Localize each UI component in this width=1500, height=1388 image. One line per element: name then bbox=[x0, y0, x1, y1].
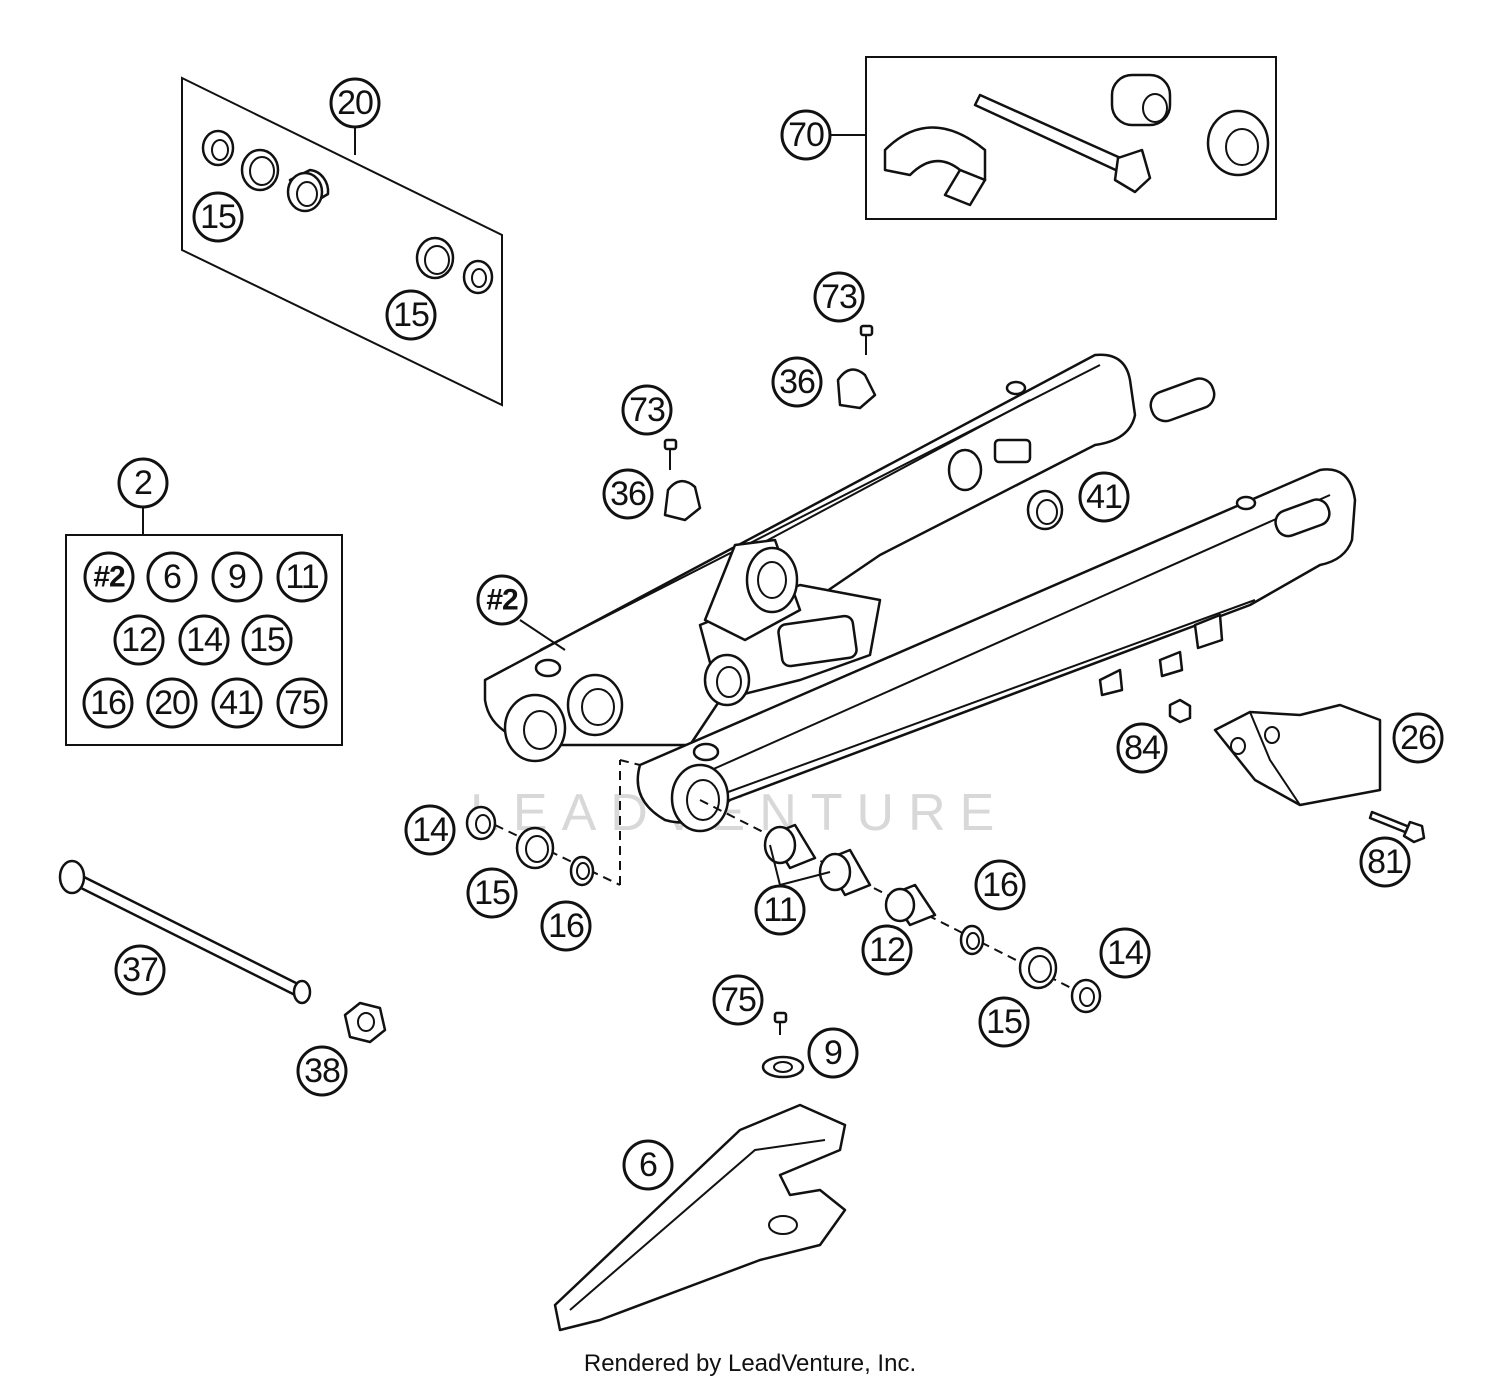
callout-36[interactable]: 36 bbox=[602, 468, 654, 520]
callout-15[interactable]: 15 bbox=[978, 996, 1030, 1048]
callout-70[interactable]: 70 bbox=[780, 109, 832, 161]
svg-text:16: 16 bbox=[548, 907, 584, 945]
callout-41[interactable]: 41 bbox=[1078, 471, 1130, 523]
washer-9 bbox=[761, 1055, 805, 1079]
callout-20[interactable]: 20 bbox=[329, 77, 381, 129]
left-pivot-hardware bbox=[465, 759, 641, 887]
screw-81 bbox=[1368, 810, 1426, 844]
screw-75 bbox=[773, 1011, 788, 1035]
svg-text:26: 26 bbox=[1400, 719, 1436, 757]
svg-text:36: 36 bbox=[779, 363, 815, 401]
callout-37[interactable]: 37 bbox=[114, 944, 166, 996]
callout-14[interactable]: 14 bbox=[404, 804, 456, 856]
svg-text:15: 15 bbox=[200, 198, 236, 236]
svg-text:15: 15 bbox=[986, 1003, 1022, 1041]
kit-callout-9[interactable]: 9 bbox=[211, 551, 263, 603]
svg-text:9: 9 bbox=[228, 558, 246, 596]
svg-text:16: 16 bbox=[982, 866, 1018, 904]
callout-11[interactable]: 11 bbox=[754, 884, 806, 936]
svg-text:37: 37 bbox=[122, 951, 158, 989]
svg-text:#2: #2 bbox=[93, 561, 125, 594]
callout-81[interactable]: 81 bbox=[1359, 836, 1411, 888]
svg-text:15: 15 bbox=[474, 874, 510, 912]
callout-73[interactable]: 73 bbox=[621, 384, 673, 436]
kit-callout-12[interactable]: 12 bbox=[113, 614, 165, 666]
svg-text:20: 20 bbox=[154, 684, 190, 722]
svg-text:6: 6 bbox=[163, 558, 181, 596]
callout-15[interactable]: 15 bbox=[385, 289, 437, 341]
svg-text:73: 73 bbox=[629, 391, 665, 429]
kit-callout-16[interactable]: 16 bbox=[82, 677, 134, 729]
chain-guide-26 bbox=[1213, 703, 1382, 807]
svg-text:14: 14 bbox=[186, 621, 222, 659]
callout-75[interactable]: 75 bbox=[712, 974, 764, 1026]
callout-12[interactable]: 12 bbox=[861, 924, 913, 976]
tool-kit-panel bbox=[830, 56, 1277, 220]
svg-text:73: 73 bbox=[821, 278, 857, 316]
svg-text:20: 20 bbox=[337, 84, 373, 122]
kit-callout-#2[interactable]: #2 bbox=[83, 551, 135, 603]
svg-text:6: 6 bbox=[639, 1146, 657, 1184]
svg-text:75: 75 bbox=[284, 684, 320, 722]
axle-nut-38 bbox=[343, 1001, 387, 1044]
kit20-parts bbox=[201, 129, 494, 295]
nut-84 bbox=[1168, 698, 1192, 724]
svg-text:9: 9 bbox=[824, 1034, 842, 1072]
svg-text:11: 11 bbox=[763, 891, 796, 929]
svg-text:11: 11 bbox=[285, 558, 318, 596]
svg-text:16: 16 bbox=[90, 684, 126, 722]
callout-14[interactable]: 14 bbox=[1099, 927, 1151, 979]
kit-callout-41[interactable]: 41 bbox=[211, 677, 263, 729]
svg-text:2: 2 bbox=[134, 464, 152, 502]
callout-15[interactable]: 15 bbox=[466, 867, 518, 919]
kit-callout-15[interactable]: 15 bbox=[241, 614, 293, 666]
callout-16[interactable]: 16 bbox=[974, 859, 1026, 911]
svg-text:15: 15 bbox=[249, 621, 285, 659]
svg-text:15: 15 bbox=[393, 296, 429, 334]
kit-callout-6[interactable]: 6 bbox=[146, 551, 198, 603]
kit-callout-20[interactable]: 20 bbox=[146, 677, 198, 729]
svg-text:75: 75 bbox=[720, 981, 756, 1019]
cable-clamp-upper bbox=[836, 324, 877, 410]
callout-26[interactable]: 26 bbox=[1392, 712, 1444, 764]
kit-callout-14[interactable]: 14 bbox=[178, 614, 230, 666]
svg-text:36: 36 bbox=[610, 475, 646, 513]
callout-6[interactable]: 6 bbox=[622, 1139, 674, 1191]
callout-16[interactable]: 16 bbox=[540, 900, 592, 952]
callout-38[interactable]: 38 bbox=[296, 1045, 348, 1097]
chain-slider-6 bbox=[553, 1103, 847, 1332]
svg-text:14: 14 bbox=[1107, 934, 1143, 972]
callout-15[interactable]: 15 bbox=[192, 191, 244, 243]
dust-seal-41 bbox=[1026, 489, 1064, 531]
callout-layer: 20 15 15 70 73 36 73 36 41 2 #2 6 9 11 1… bbox=[82, 77, 1444, 1191]
kit-callout-75[interactable]: 75 bbox=[276, 677, 328, 729]
footer-credit: Rendered by LeadVenture, Inc. bbox=[583, 1350, 917, 1377]
cable-clamp-lower bbox=[663, 438, 702, 522]
svg-text:#2: #2 bbox=[486, 584, 518, 617]
exploded-parts-diagram: LEADVENTURE bbox=[58, 56, 1426, 1332]
callout-73[interactable]: 73 bbox=[813, 271, 865, 323]
svg-text:38: 38 bbox=[304, 1052, 340, 1090]
svg-text:12: 12 bbox=[121, 621, 157, 659]
pivot-axle-37 bbox=[58, 859, 312, 1005]
swingarm-body bbox=[483, 353, 1357, 833]
right-pivot-hardware bbox=[699, 799, 1102, 1014]
callout-9[interactable]: 9 bbox=[807, 1027, 859, 1079]
callout-84[interactable]: 84 bbox=[1116, 722, 1168, 774]
svg-text:70: 70 bbox=[788, 116, 824, 154]
svg-text:14: 14 bbox=[412, 811, 448, 849]
svg-text:12: 12 bbox=[869, 931, 905, 969]
kit-callout-11[interactable]: 11 bbox=[276, 551, 328, 603]
svg-text:81: 81 bbox=[1367, 843, 1403, 881]
callout-2[interactable]: 2 bbox=[117, 457, 169, 509]
svg-text:41: 41 bbox=[1086, 478, 1122, 516]
callout-36[interactable]: 36 bbox=[771, 356, 823, 408]
callout-swingarm-#2[interactable]: #2 bbox=[476, 574, 528, 626]
leader-lines bbox=[519, 619, 831, 886]
svg-text:41: 41 bbox=[219, 684, 255, 722]
svg-text:84: 84 bbox=[1124, 729, 1160, 767]
